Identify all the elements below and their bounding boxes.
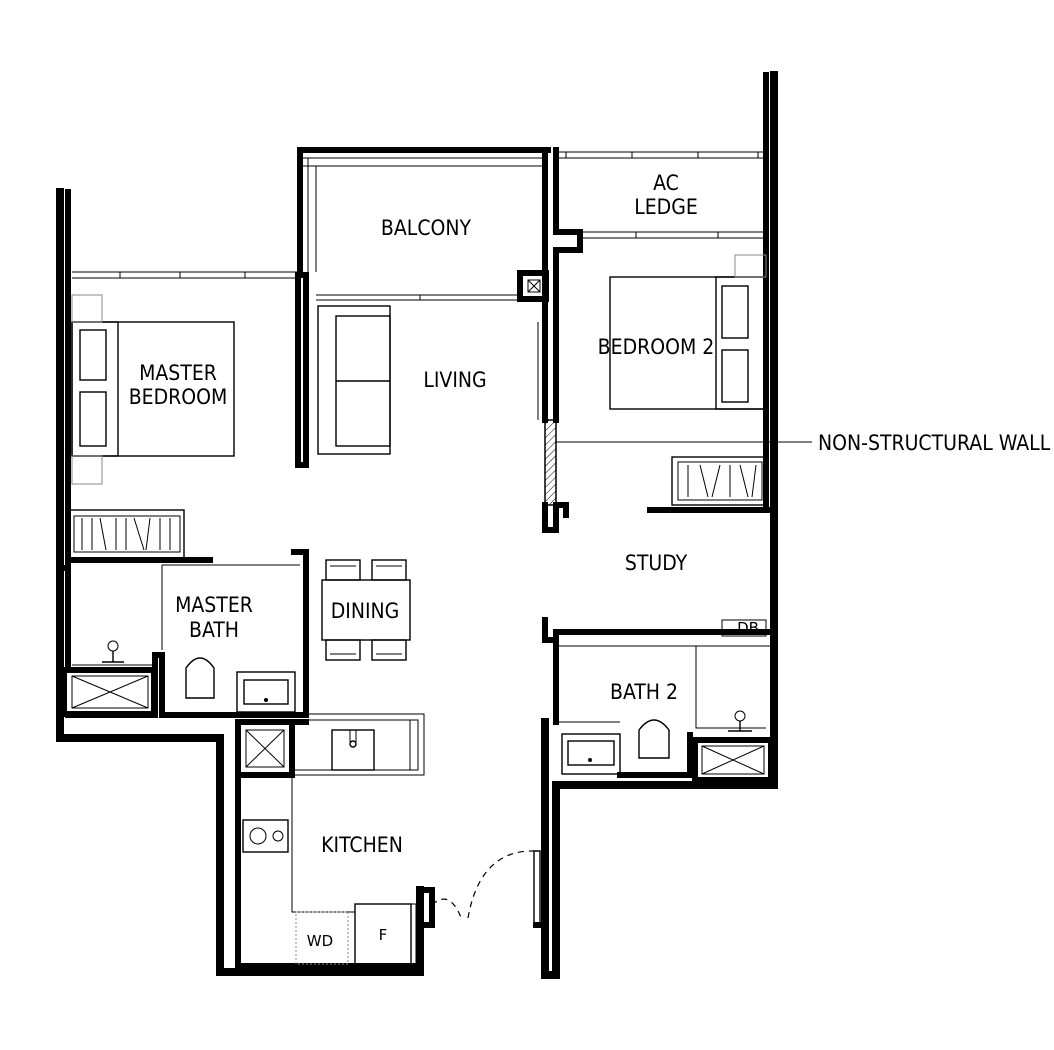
label-non-structural-wall: NON-STRUCTURAL WALL [818,431,1051,455]
label-master-bath-2: BATH [189,618,239,642]
glazing [72,151,766,420]
label-study: STUDY [625,551,688,575]
sofa [317,305,391,455]
label-dining: DINING [331,599,400,623]
kitchen-fixtures [235,713,425,965]
label-ac-ledge-1: AC [653,171,679,195]
label-washer-dryer: WD [307,932,333,950]
label-balcony: BALCONY [381,216,472,240]
label-kitchen: KITCHEN [321,833,403,857]
master-bath-fixtures [61,640,296,717]
non-structural-wall [544,419,557,506]
master-bed [71,294,235,485]
bedroom2-wardrobe [671,456,767,506]
label-bedroom-2: BEDROOM 2 [598,335,715,359]
label-fridge: F [379,926,388,944]
bath2-fixtures [556,646,774,783]
label-master-bedroom-1: MASTER [139,361,217,385]
label-master-bath-1: MASTER [175,593,253,617]
outer-walls [56,71,778,979]
label-master-bedroom-2: BEDROOM [129,385,228,409]
label-db: DB [737,619,759,637]
dining-table [321,559,411,661]
entrance-door [431,850,541,926]
interior-walls [57,147,777,928]
room-labels: BALCONY AC LEDGE MASTER BEDROOM LIVING B… [129,171,1051,950]
balcony-walls [297,147,551,275]
label-ac-ledge-2: LEDGE [634,195,698,219]
bedroom2-bed [609,254,769,410]
db-box [721,619,767,637]
label-bath-2: BATH 2 [610,680,678,704]
master-wardrobe [67,509,185,559]
label-living: LIVING [423,368,486,392]
